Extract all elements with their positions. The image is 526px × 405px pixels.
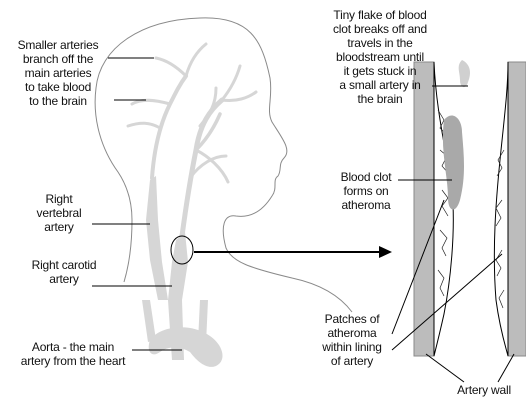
brain-arteries (128, 44, 256, 236)
label-blood-clot: Blood clot forms on atheroma (330, 170, 402, 212)
artery-wall-left (414, 62, 434, 356)
branch-7 (186, 44, 206, 76)
head-outline (96, 18, 352, 312)
leader-artery-wall-2 (498, 354, 514, 382)
leader-artery-wall-1 (426, 354, 464, 382)
label-artery-wall: Artery wall (444, 383, 524, 397)
branch-2 (222, 66, 240, 100)
branch-9 (128, 123, 160, 128)
label-right-vertebral: Right vertebral artery (26, 192, 92, 234)
aorta (149, 327, 223, 367)
right-vertebral-artery (146, 176, 168, 300)
label-smaller-arteries: Smaller arteries branch off the main art… (4, 38, 112, 108)
label-tiny-flake: Tiny flake of blood clot breaks off and … (322, 8, 438, 106)
artery-wall-right (508, 62, 526, 356)
aorta-branch-left (142, 300, 156, 342)
back-of-head-outline (95, 88, 132, 282)
label-right-carotid: Right carotid artery (20, 258, 108, 286)
clot-flake (459, 60, 470, 87)
branch-6 (132, 100, 170, 104)
pointer-arrow-head (379, 246, 392, 258)
label-aorta: Aorta - the main artery from the heart (6, 340, 140, 368)
arterial-tree (142, 176, 223, 367)
branch-8 (156, 58, 186, 76)
label-patches: Patches of atheroma within lining of art… (310, 312, 394, 368)
